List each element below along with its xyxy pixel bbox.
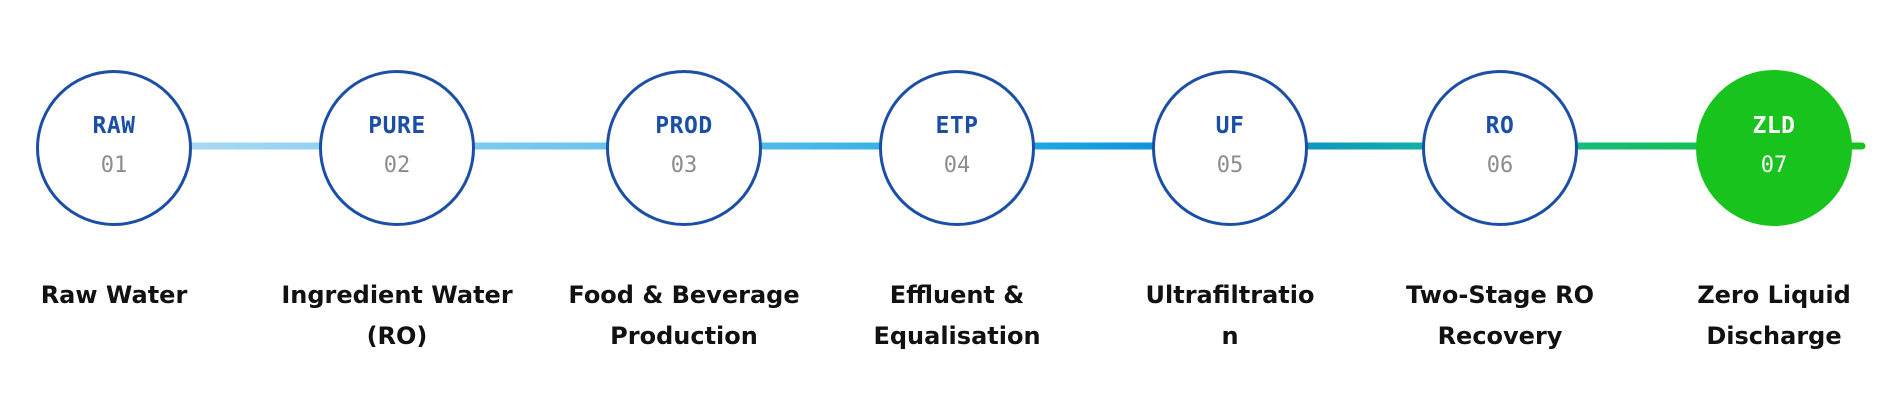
step-node-raw: RAW 01: [36, 70, 192, 226]
step-node-uf: UF 05: [1152, 70, 1308, 226]
step-label-etp: Effluent & Equalisation: [873, 281, 1041, 350]
step-label-ro: Two-Stage RO Recovery: [1405, 281, 1594, 350]
step-number: 01: [100, 153, 128, 178]
step-number: 07: [1760, 153, 1788, 178]
step-node-ro: RO 06: [1422, 70, 1578, 226]
step-number: 05: [1216, 153, 1244, 178]
step-number: 04: [943, 153, 971, 178]
step-node-etp: ETP 04: [879, 70, 1035, 226]
step-label-pure: Ingredient Water (RO): [281, 281, 513, 350]
step-label-raw: Raw Water: [40, 281, 188, 309]
step-node-zld: ZLD 07: [1696, 70, 1852, 226]
step-number: 06: [1486, 153, 1514, 178]
step-code: RO: [1485, 113, 1515, 139]
step-number: 03: [670, 153, 698, 178]
step-number: 02: [383, 153, 411, 178]
step-code: ZLD: [1752, 113, 1796, 139]
step-node-prod: PROD 03: [606, 70, 762, 226]
step-node-pure: PURE 02: [319, 70, 475, 226]
step-label-prod: Food & Beverage Production: [568, 281, 800, 350]
step-code: RAW: [92, 113, 136, 139]
step-label-uf: Ultrafiltration: [1145, 281, 1315, 350]
step-code: PURE: [368, 113, 426, 139]
step-code: PROD: [655, 113, 713, 139]
step-label-zld: Zero Liquid Discharge: [1697, 281, 1851, 350]
step-code: UF: [1215, 113, 1245, 139]
step-code: ETP: [935, 113, 979, 139]
